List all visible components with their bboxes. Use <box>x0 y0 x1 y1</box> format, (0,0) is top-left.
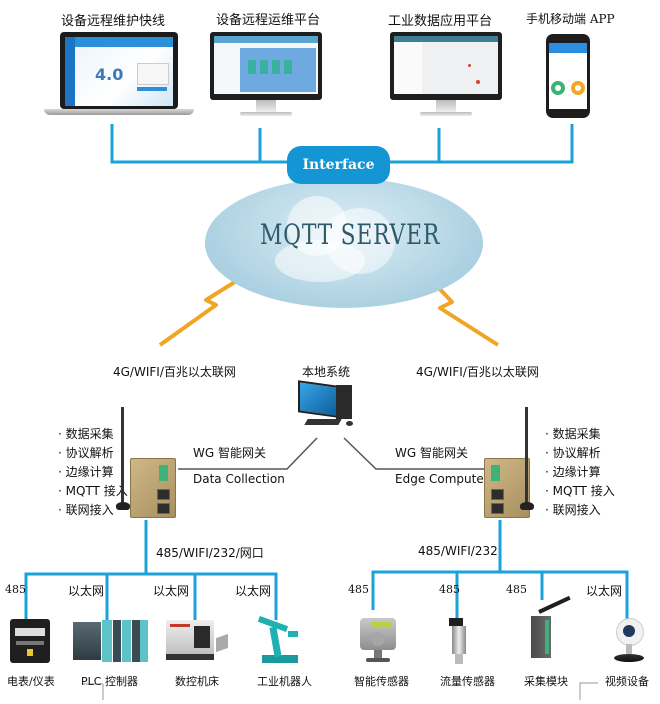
link-left-to-local <box>178 437 318 470</box>
right-gateway-subtitle: Edge Compute <box>395 472 484 486</box>
bottom-right-bus <box>371 520 629 620</box>
protocol-label: 以太网 <box>68 584 105 598</box>
left-antenna-icon <box>121 407 124 505</box>
left-feature-item: 联网接入 <box>58 501 128 520</box>
flow-sensor-icon <box>447 618 471 666</box>
left-uplink-label: 4G/WIFI/百兆以太联网 <box>113 365 236 379</box>
right-feature-item: 协议解析 <box>545 444 615 463</box>
platform-label-remote-maintenance: 设备远程维护快线 <box>61 14 166 29</box>
cnc-machine-icon <box>166 620 228 662</box>
protocol-label: 485 <box>348 583 369 596</box>
platform-label-remote-ops: 设备远程运维平台 <box>216 13 321 28</box>
right-feature-list: 数据采集 协议解析 边缘计算 MQTT 接入 联网接入 <box>545 425 615 520</box>
industrial-robot-icon <box>252 616 302 665</box>
left-feature-item: MQTT 接入 <box>58 482 128 501</box>
right-feature-item: 边缘计算 <box>545 463 615 482</box>
right-feature-item: 数据采集 <box>545 425 615 444</box>
left-gateway-subtitle: Data Collection <box>193 472 285 486</box>
phone-icon <box>546 34 590 118</box>
right-uplink-label: 4G/WIFI/百兆以太联网 <box>416 365 539 379</box>
protocol-label: 485 <box>439 583 460 596</box>
local-system-label: 本地系统 <box>302 365 351 379</box>
left-gateway-title: WG 智能网关 <box>193 446 266 460</box>
device-name: 数控机床 <box>175 675 219 688</box>
right-gateway-title: WG 智能网关 <box>395 446 468 460</box>
right-downlink-label: 485/WIFI/232 <box>418 544 498 558</box>
platform-label-mobile-app: 手机移动端 APP <box>526 12 615 26</box>
protocol-label: 以太网 <box>586 584 623 598</box>
laptop-icon: 4.0 <box>42 32 194 118</box>
mqtt-server-cloud <box>205 178 483 308</box>
bottom-left-bus <box>24 520 278 620</box>
device-name: PLC 控制器 <box>81 675 138 688</box>
device-name: 流量传感器 <box>440 675 495 688</box>
left-feature-list: 数据采集 协议解析 边缘计算 MQTT 接入 联网接入 <box>58 425 128 520</box>
left-feature-item: 数据采集 <box>58 425 128 444</box>
platform-label-industrial-data: 工业数据应用平台 <box>388 14 493 29</box>
meter-icon <box>10 619 50 663</box>
device-name: 智能传感器 <box>354 675 409 688</box>
leader-line-left <box>82 683 104 700</box>
acquisition-module-icon <box>527 595 575 660</box>
right-feature-item: 联网接入 <box>545 501 615 520</box>
left-feature-item: 协议解析 <box>58 444 128 463</box>
leader-line-right <box>579 682 598 700</box>
left-gateway-device-icon <box>130 458 176 518</box>
monitor-icon-data <box>388 32 504 120</box>
protocol-label: 以太网 <box>153 584 190 598</box>
device-name: 工业机器人 <box>257 675 312 688</box>
left-downlink-label: 485/WIFI/232/网口 <box>156 546 264 560</box>
device-name: 采集模块 <box>524 675 568 688</box>
video-camera-icon <box>612 618 646 664</box>
desktop-computer-icon <box>298 380 360 435</box>
smart-sensor-icon <box>360 618 396 664</box>
protocol-label: 以太网 <box>235 584 272 598</box>
interface-badge: Interface <box>287 146 390 184</box>
protocol-label: 485 <box>506 583 527 596</box>
device-name: 视频设备 <box>605 675 649 688</box>
left-feature-item: 边缘计算 <box>58 463 128 482</box>
mqtt-server-label: MQTT SERVER <box>260 218 441 251</box>
monitor-icon-ops <box>208 32 324 120</box>
right-antenna-icon <box>525 407 528 505</box>
right-feature-item: MQTT 接入 <box>545 482 615 501</box>
device-name: 电表/仪表 <box>7 675 55 688</box>
protocol-label: 485 <box>5 583 26 596</box>
link-right-to-local <box>343 437 484 470</box>
plc-controller-icon <box>73 620 148 662</box>
